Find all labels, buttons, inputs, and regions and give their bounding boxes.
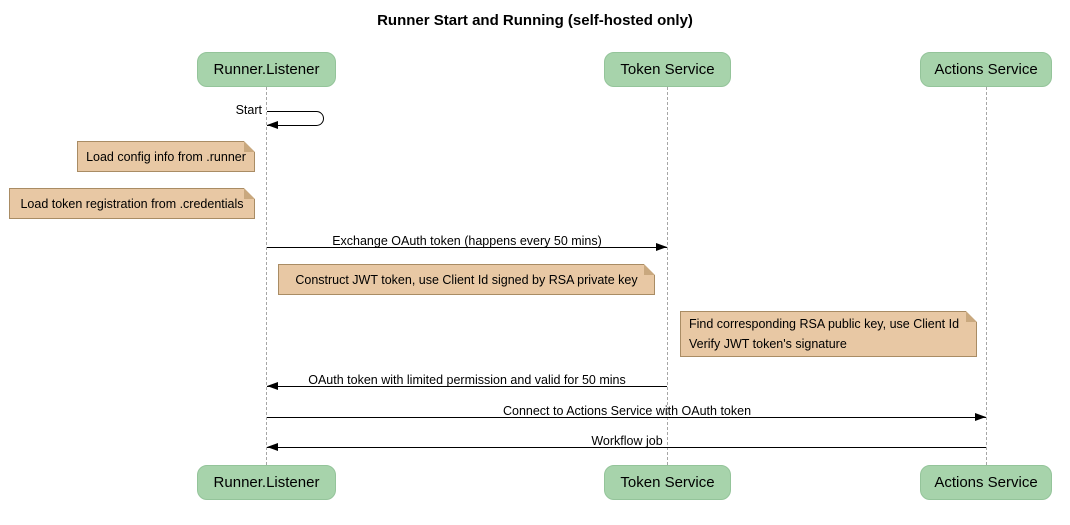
diagram-title: Runner Start and Running (self-hosted on… [377, 12, 693, 29]
self-message-start-arrow [267, 111, 324, 126]
participant-token-service-bottom: Token Service [604, 465, 731, 500]
arrowhead-left-icon [267, 121, 278, 129]
participant-runner-listener-bottom: Runner.Listener [197, 465, 336, 500]
participant-label: Token Service [620, 61, 715, 78]
participant-runner-listener-top: Runner.Listener [197, 52, 336, 87]
note-load-config: Load config info from .runner [77, 141, 255, 172]
note-text-line1: Find corresponding RSA public key, use C… [689, 317, 960, 331]
note-text: Load token registration from .credential… [20, 196, 244, 211]
participant-label: Runner.Listener [213, 61, 320, 78]
participant-label: Actions Service [934, 61, 1038, 78]
message-connect-actions-line [267, 417, 986, 418]
participant-label: Token Service [620, 474, 715, 491]
arrowhead-left-icon [267, 443, 278, 451]
arrowhead-left-icon [267, 382, 278, 390]
note-text-line2: Verify JWT token's signature [689, 337, 847, 351]
participant-actions-service-bottom: Actions Service [920, 465, 1052, 500]
lifeline-actions-service [986, 87, 987, 465]
message-workflow-job-label: Workflow job [591, 434, 663, 448]
participant-label: Actions Service [934, 474, 1038, 491]
arrowhead-right-icon [656, 243, 667, 251]
message-workflow-job-line [267, 447, 986, 448]
note-find-rsa: Find corresponding RSA public key, use C… [680, 311, 977, 357]
participant-actions-service-top: Actions Service [920, 52, 1052, 87]
message-exchange-oauth-line [267, 247, 667, 248]
message-oauth-return-line [267, 386, 667, 387]
self-message-start-label: Start [235, 103, 262, 117]
note-text: Load config info from .runner [86, 149, 246, 164]
lifeline-token-service [667, 87, 668, 465]
message-oauth-return-label: OAuth token with limited permission and … [308, 373, 626, 387]
note-text: Construct JWT token, use Client Id signe… [295, 272, 638, 287]
arrowhead-right-icon [975, 413, 986, 421]
note-construct-jwt: Construct JWT token, use Client Id signe… [278, 264, 655, 295]
participant-label: Runner.Listener [213, 474, 320, 491]
note-load-token-registration: Load token registration from .credential… [9, 188, 255, 219]
participant-token-service-top: Token Service [604, 52, 731, 87]
message-connect-actions-label: Connect to Actions Service with OAuth to… [502, 404, 752, 418]
message-exchange-oauth-label: Exchange OAuth token (happens every 50 m… [332, 234, 602, 248]
lifeline-runner-listener [266, 87, 267, 465]
